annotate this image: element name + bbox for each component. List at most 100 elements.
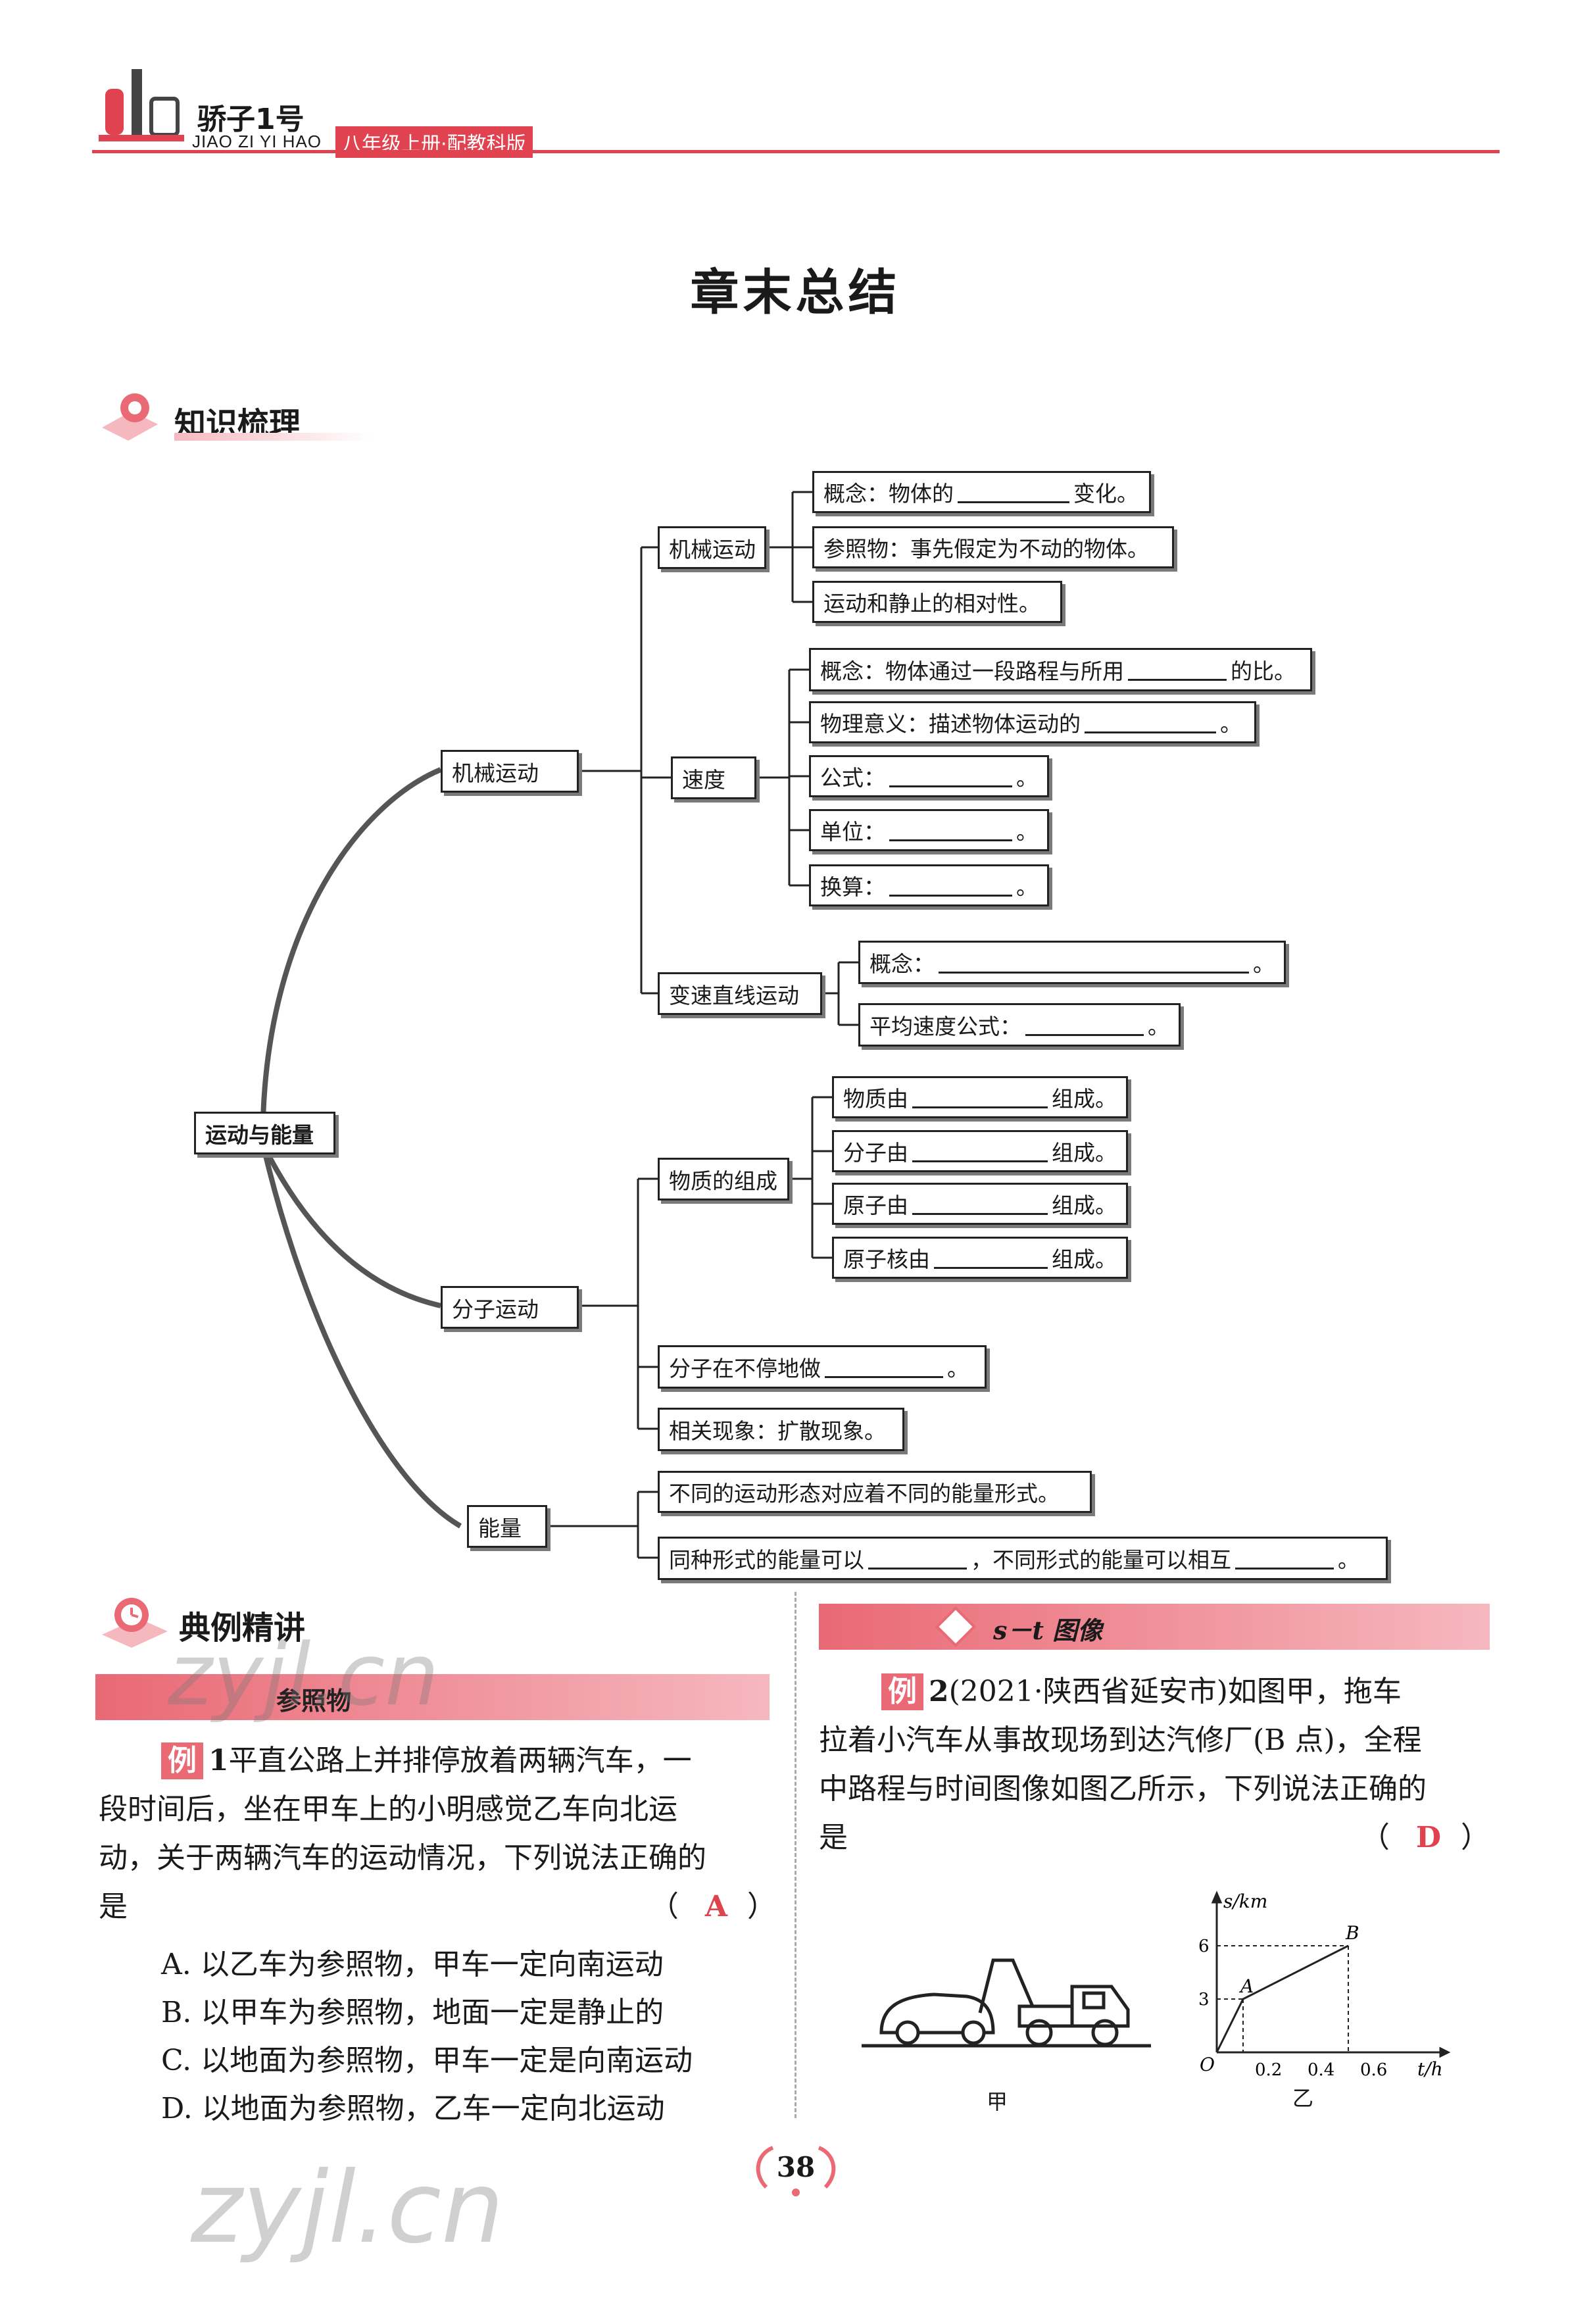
node-molecular-motion: 分子运动: [441, 1286, 579, 1329]
mindmap-root: 运动与能量: [194, 1112, 335, 1154]
item-speed-meaning: 物理意义：描述物体运动的 。: [809, 701, 1256, 743]
paren-close: ）: [747, 1890, 776, 1923]
blank-field[interactable]: [958, 482, 1069, 503]
item-text: 单位：: [820, 819, 885, 845]
item-speed-formula: 公式： 。: [809, 755, 1049, 797]
item-relativity: 运动和静止的相对性。: [812, 581, 1062, 623]
item-text: 原子由: [843, 1193, 908, 1218]
item-energy-transfer: 同种形式的能量可以 ，不同形式的能量可以相互 。: [658, 1537, 1388, 1580]
paren-open: （: [649, 1890, 679, 1923]
blank-field[interactable]: [889, 875, 1012, 897]
blank-field[interactable]: [912, 1193, 1048, 1215]
option-a: A. 以乙车为参照物，甲车一定向南运动: [161, 1948, 664, 1981]
blank-field[interactable]: [934, 1247, 1048, 1269]
item-text: ，不同形式的能量可以相互: [971, 1547, 1231, 1573]
section-title-examples: 典例精讲: [179, 1610, 306, 1646]
example2-line: 中路程与时间图像如图乙所示，下列说法正确的: [819, 1772, 1427, 1806]
answer-bracket: （D）: [1361, 1814, 1490, 1862]
y-tick-label: 3: [1198, 1990, 1210, 2010]
item-nucleus: 原子核由 组成。: [832, 1237, 1128, 1279]
column-divider: [795, 1592, 796, 2118]
item-thermal-motion: 分子在不停地做 。: [658, 1345, 987, 1389]
x-tick-label: 0.6: [1360, 2060, 1387, 2080]
node-variable-motion: 变速直线运动: [658, 972, 822, 1015]
node-label: 机械运动: [669, 536, 756, 562]
example-tag: 例: [881, 1673, 923, 1710]
node-mechanical-motion: 机械运动: [441, 750, 579, 793]
brand-english: JIAO ZI YI HAO: [192, 132, 322, 151]
option-d: D. 以地面为参照物，乙车一定向北运动: [161, 2092, 665, 2125]
item-text: 物理意义：描述物体运动的: [820, 711, 1081, 737]
example-number: 2: [929, 1675, 949, 1708]
blank-field[interactable]: [1128, 659, 1227, 681]
blank-field[interactable]: [1235, 1548, 1334, 1570]
item-text: 运动和静止的相对性。: [823, 591, 1040, 616]
item-text: 组成。: [1052, 1247, 1117, 1272]
paren-close: ）: [1461, 1821, 1490, 1854]
item-text: 分子由: [843, 1140, 908, 1166]
item-text: 平均速度公式：: [869, 1014, 1021, 1039]
item-text: 。: [947, 1356, 969, 1381]
option-c: C. 以地面为参照物，甲车一定是向南运动: [161, 2044, 693, 2077]
item-text: 。: [1338, 1547, 1359, 1573]
answer: A: [704, 1890, 727, 1923]
node-matter-composition: 物质的组成: [658, 1158, 789, 1200]
topic-title-right: s－t 图像: [993, 1616, 1103, 1645]
option-b: B. 以甲车为参照物，地面一定是静止的: [161, 1996, 664, 2029]
blank-field[interactable]: [1085, 712, 1216, 733]
figure-caption-yi: 乙: [1292, 2086, 1314, 2111]
example1-line: 段时间后，坐在甲车上的小明感觉乙车向北运: [99, 1792, 677, 1826]
line-text: 是: [819, 1821, 848, 1854]
example-number: 1: [208, 1744, 229, 1777]
item-text: 。: [1016, 765, 1038, 791]
blank-field[interactable]: [1025, 1014, 1144, 1036]
item-variable-concept: 概念： 。: [858, 941, 1286, 984]
blank-field[interactable]: [912, 1087, 1048, 1108]
example2-line: 是 （D）: [819, 1814, 1490, 1862]
page-number-ornament: [747, 2135, 845, 2200]
blank-field[interactable]: [889, 820, 1012, 841]
diamond-icon: [934, 1605, 977, 1648]
root-label: 运动与能量: [205, 1122, 314, 1148]
item-text: 组成。: [1052, 1140, 1117, 1166]
blank-field[interactable]: [939, 952, 1249, 974]
blank-field[interactable]: [825, 1356, 943, 1378]
item-text: 原子核由: [843, 1247, 930, 1272]
node-speed: 速度: [671, 756, 756, 799]
node-label: 速度: [682, 766, 725, 793]
answer-bracket: （ A ）: [650, 1883, 776, 1931]
example-tag: 例: [161, 1743, 203, 1779]
item-text: 物质由: [843, 1086, 908, 1112]
topic-bar-right: [819, 1604, 1490, 1650]
header-logo: [92, 62, 191, 148]
item-diffusion: 相关现象：扩散现象。: [658, 1408, 904, 1451]
blank-field[interactable]: [868, 1548, 967, 1570]
example1-line: 动，关于两辆汽车的运动情况，下列说法正确的: [99, 1841, 706, 1875]
item-text: 分子在不停地做: [669, 1356, 821, 1381]
item-text: 组成。: [1052, 1086, 1117, 1112]
header-rule: [92, 150, 1500, 153]
y-axis-arrow: [1211, 1891, 1223, 1904]
blank-field[interactable]: [889, 766, 1012, 787]
topic-title-left: 参照物: [276, 1687, 352, 1716]
item-molecule: 分子由 组成。: [832, 1130, 1128, 1172]
x-tick-label: 0.2: [1255, 2060, 1282, 2080]
series-line: [1215, 1944, 1349, 2053]
node-label: 分子运动: [452, 1296, 539, 1322]
item-text: 公式：: [820, 765, 885, 791]
item-text: 概念：: [869, 951, 935, 977]
point-label: B: [1345, 1922, 1359, 1944]
item-text: 同种形式的能量可以: [669, 1547, 864, 1573]
example1-line: 是 （A）: [99, 1883, 776, 1931]
answer: D: [1415, 1821, 1441, 1854]
node-label: 物质的组成: [669, 1168, 777, 1194]
item-energy-forms: 不同的运动形态对应着不同的能量形式。: [658, 1471, 1092, 1513]
item-text: 组成。: [1052, 1193, 1117, 1218]
y-tick-label: 6: [1198, 1937, 1210, 1956]
blank-field[interactable]: [912, 1141, 1048, 1162]
mindmap-connectors: [260, 491, 858, 1559]
x-axis-arrow: [1439, 2046, 1451, 2058]
alarm-clock-icon: [99, 1592, 171, 1651]
